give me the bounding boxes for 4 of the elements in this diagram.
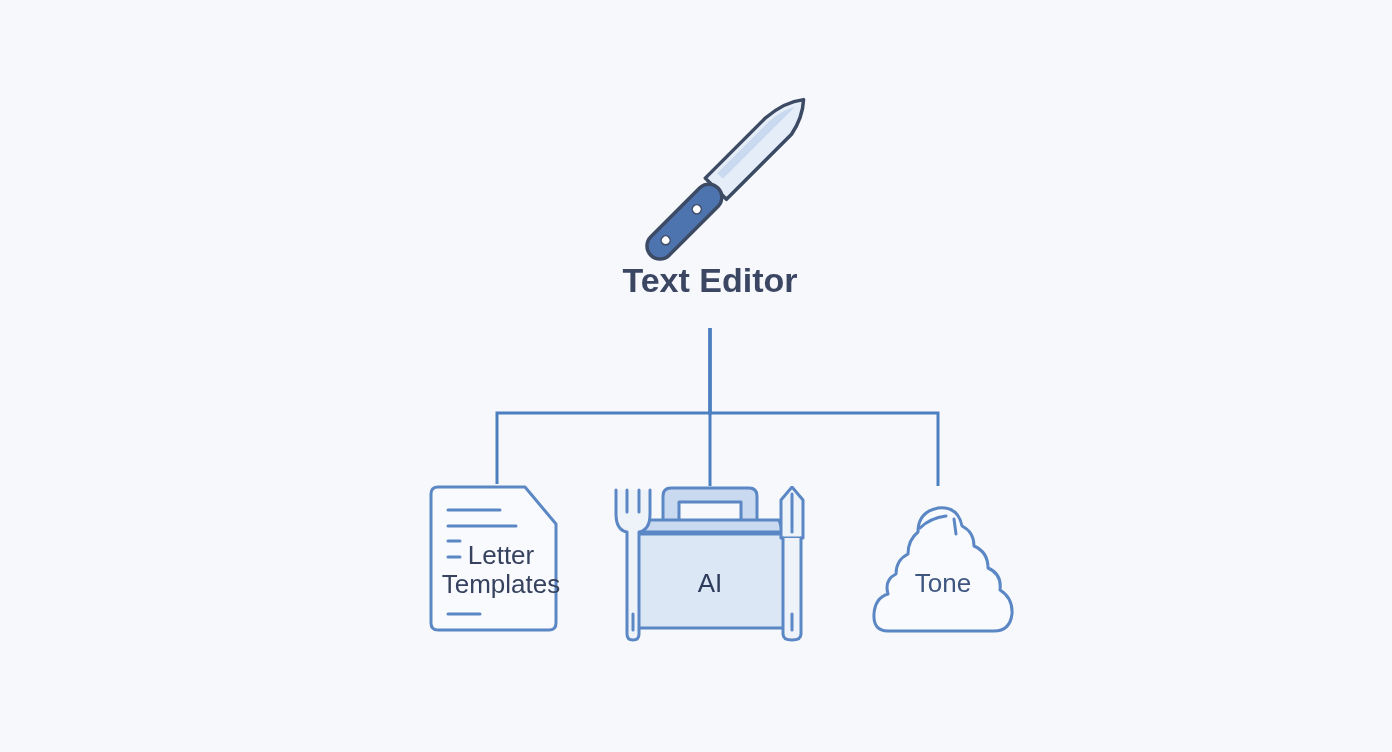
connector-line	[708, 328, 940, 486]
node-label: Text Editor	[621, 260, 799, 300]
node-label: AI	[696, 568, 724, 598]
node-label: Tone	[913, 568, 973, 598]
